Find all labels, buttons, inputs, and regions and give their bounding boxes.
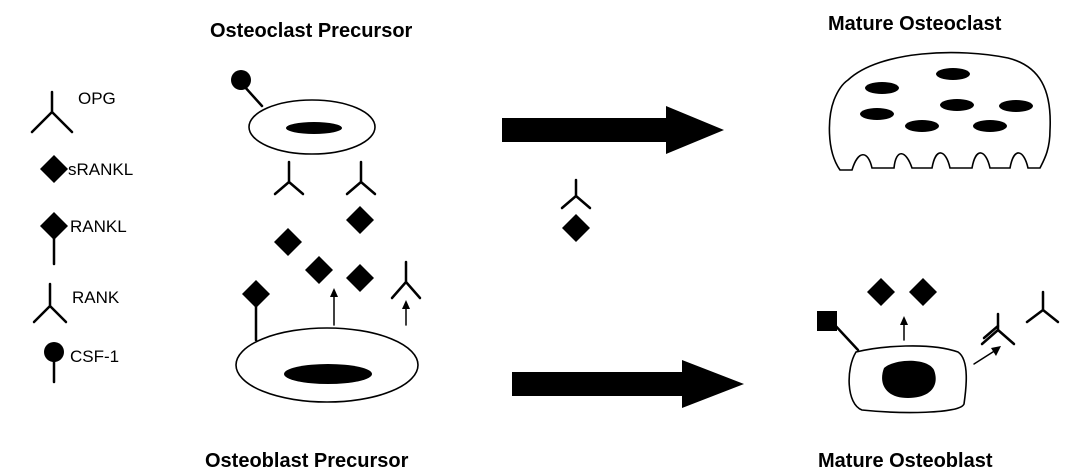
srankl-pair-right-icon: [909, 278, 937, 306]
csf1-bound-icon: [231, 70, 264, 108]
title-osteoblast-precursor: Osteoblast Precursor: [205, 450, 409, 472]
opg-free-icon: [390, 260, 422, 300]
rankl-icon: [40, 212, 68, 266]
legend-label-rank: RANK: [72, 288, 120, 307]
rank-icon: [32, 282, 68, 324]
mature-osteoblast-cell: [817, 311, 968, 414]
differentiation-arrow-top-icon: [502, 106, 724, 154]
osteoblast-precursor-cell: [235, 280, 419, 403]
secretion-arrow-2-icon: [402, 300, 410, 326]
mature-osteoblast-nucleus: [882, 360, 936, 398]
legend-label-srankl: sRANKL: [68, 160, 133, 179]
osteoblast-precursor-nucleus: [284, 364, 372, 384]
srankl-free-1-icon: [274, 228, 302, 256]
srankl-icon: [40, 155, 68, 183]
differentiation-arrow-bottom-icon: [512, 360, 744, 408]
osteoclast-precursor-nucleus: [286, 122, 342, 134]
legend-label-rankl: RANKL: [70, 217, 127, 236]
nucleus-4: [940, 99, 974, 111]
legend: OPG sRANKL RANKL RANK CSF-1: [30, 89, 133, 384]
secretion-arrow-1-icon: [330, 288, 338, 326]
nucleus-5: [999, 100, 1033, 112]
legend-label-csf1: CSF-1: [70, 347, 119, 366]
opg-secretion-arrow-icon: [973, 346, 1001, 365]
nucleus-3: [860, 108, 894, 120]
nucleus-2: [936, 68, 970, 80]
osteoclast-precursor-cell: [231, 70, 376, 155]
osteoblast-secretion-arrow-icon: [900, 316, 908, 341]
title-osteoclast-precursor: Osteoclast Precursor: [210, 20, 413, 42]
title-mature-osteoclast: Mature Osteoclast: [828, 13, 1002, 35]
opg-srankl-complex-icon: [560, 178, 592, 242]
mature-osteoclast-cell: [828, 51, 1051, 171]
srankl-free-3-icon: [346, 264, 374, 292]
nucleus-1: [865, 82, 899, 94]
mature-osteoclast-membrane: [828, 51, 1051, 171]
nucleus-7: [973, 120, 1007, 132]
opg-secreted-2-icon: [1025, 290, 1060, 324]
opg-secreted-1-icon: [980, 312, 1016, 346]
rank-receptor-left-icon: [273, 160, 305, 196]
srankl-free-2-icon: [305, 256, 333, 284]
srankl-bound-icon: [346, 206, 374, 234]
opg-icon: [30, 90, 74, 134]
legend-label-opg: OPG: [78, 89, 116, 108]
csf1-icon: [44, 342, 64, 384]
rank-receptor-right-icon: [345, 160, 377, 196]
srankl-pair-left-icon: [867, 278, 895, 306]
title-mature-osteoblast: Mature Osteoblast: [818, 450, 993, 472]
nucleus-6: [905, 120, 939, 132]
